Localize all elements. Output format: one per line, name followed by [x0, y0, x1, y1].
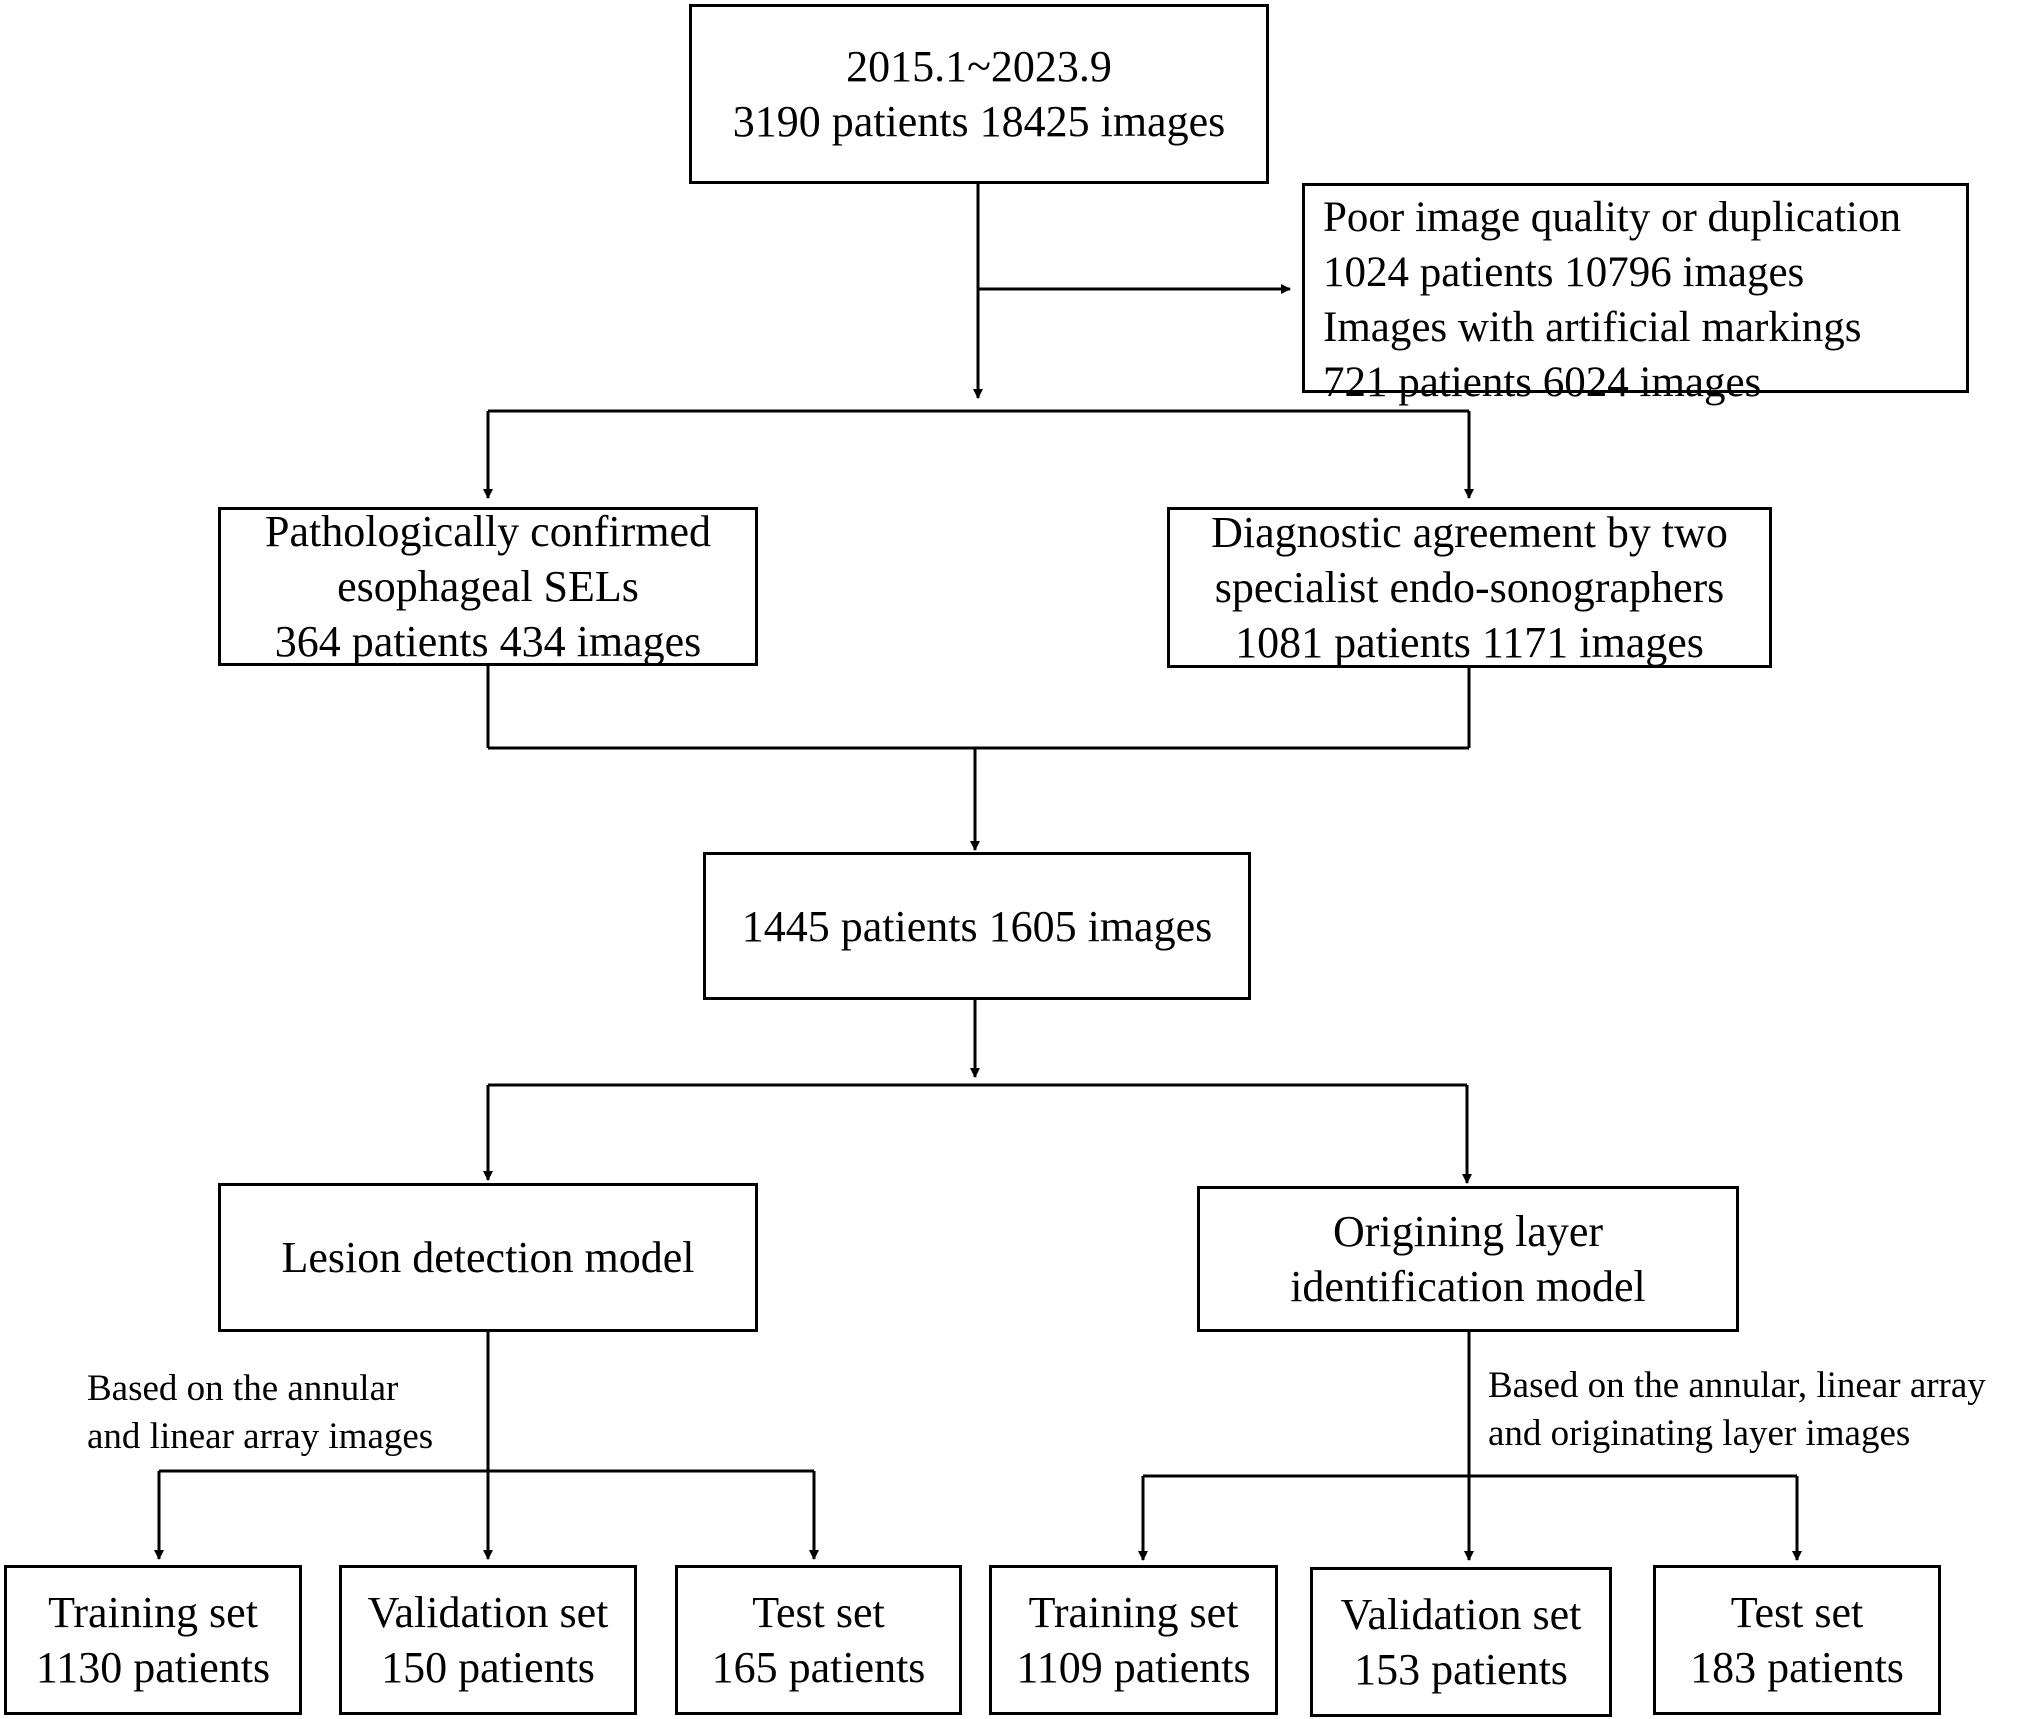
layer-basis-line-2: and originating layer images [1488, 1413, 1911, 1454]
lesion-test-box: Test set 165 patients [675, 1565, 962, 1715]
lesion-basis-line-1: Based on the annular [87, 1368, 399, 1409]
agreement-box: Diagnostic agreement by two specialist e… [1167, 507, 1772, 668]
layer-model-title-2: identification model [1290, 1262, 1646, 1311]
layer-basis-note: Based on the annular, linear array and o… [1488, 1362, 1986, 1458]
lesion-training-box: Training set 1130 patients [4, 1565, 302, 1715]
layer-model-box: Origining layer identification model [1197, 1186, 1739, 1332]
layer-validation-box: Validation set 153 patients [1310, 1567, 1612, 1717]
layer-training-title: Training set [1028, 1588, 1239, 1637]
layer-basis-line-1: Based on the annular, linear array [1488, 1365, 1986, 1406]
exclusion-reason-2: Images with artificial markings [1323, 304, 1862, 351]
layer-training-box: Training set 1109 patients [989, 1565, 1278, 1715]
layer-test-box: Test set 183 patients [1653, 1565, 1941, 1715]
lesion-basis-line-2: and linear array images [87, 1416, 434, 1457]
pathology-box: Pathologically confirmed esophageal SELs… [218, 507, 758, 666]
pathology-line-2: esophageal SELs [337, 562, 639, 611]
lesion-training-title: Training set [48, 1588, 258, 1637]
start-date-range: 2015.1~2023.9 [846, 42, 1112, 91]
layer-test-title: Test set [1730, 1588, 1864, 1637]
exclusion-counts-1: 1024 patients 10796 images [1323, 249, 1805, 296]
layer-validation-count: 153 patients [1354, 1645, 1568, 1694]
lesion-model-title: Lesion detection model [281, 1233, 695, 1282]
agreement-counts: 1081 patients 1171 images [1235, 618, 1704, 667]
agreement-line-2: specialist endo-sonographers [1214, 563, 1725, 612]
lesion-validation-count: 150 patients [381, 1643, 595, 1692]
lesion-test-title: Test set [752, 1588, 885, 1637]
start-counts: 3190 patients 18425 images [732, 97, 1226, 146]
combined-counts: 1445 patients 1605 images [741, 901, 1213, 951]
lesion-validation-title: Validation set [367, 1588, 609, 1637]
lesion-training-count: 1130 patients [35, 1643, 271, 1692]
exclusion-box: Poor image quality or duplication 1024 p… [1302, 183, 1969, 406]
combined-box: 1445 patients 1605 images [703, 852, 1251, 1000]
lesion-basis-note: Based on the annular and linear array im… [87, 1365, 433, 1461]
lesion-validation-box: Validation set 150 patients [339, 1565, 637, 1715]
layer-training-count: 1109 patients [1016, 1643, 1251, 1692]
start-box: 2015.1~2023.9 3190 patients 18425 images [689, 4, 1269, 184]
exclusion-reason-1: Poor image quality or duplication [1323, 194, 1902, 241]
layer-validation-title: Validation set [1340, 1590, 1582, 1639]
agreement-line-1: Diagnostic agreement by two [1211, 508, 1728, 557]
layer-model-title-1: Origining layer [1332, 1207, 1604, 1256]
layer-test-count: 183 patients [1690, 1643, 1904, 1692]
pathology-line-1: Pathologically confirmed [265, 507, 711, 556]
exclusion-counts-2: 721 patients 6024 images [1323, 359, 1762, 406]
lesion-model-box: Lesion detection model [218, 1183, 758, 1332]
pathology-counts: 364 patients 434 images [274, 617, 702, 666]
lesion-test-count: 165 patients [711, 1643, 926, 1692]
